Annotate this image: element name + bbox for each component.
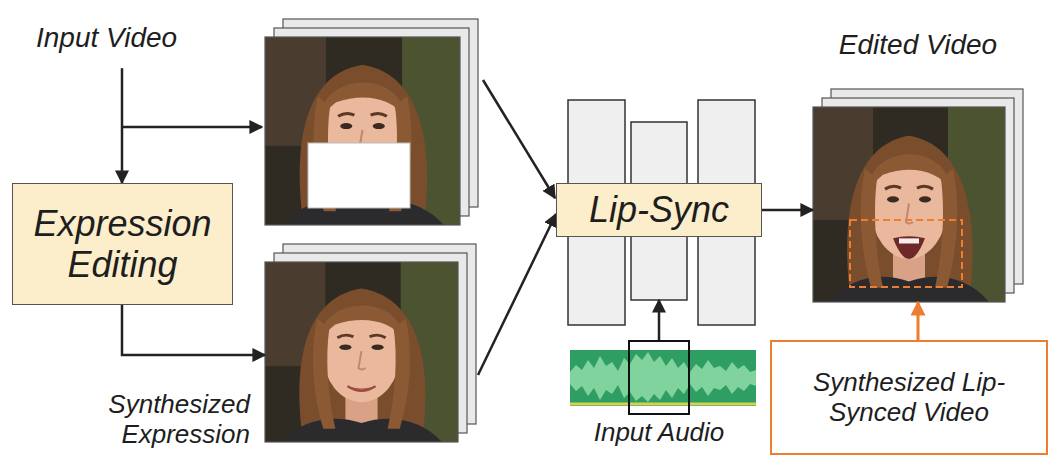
- mouth-mask: [308, 143, 410, 208]
- input-label-node: Input Video: [36, 22, 177, 68]
- node-text: Synthesized Lip-Synced Video: [782, 368, 1036, 428]
- flow-arrow: [121, 68, 124, 183]
- masked-input-arrow: [483, 80, 555, 198]
- node-text: Synthesized Expression: [60, 390, 250, 450]
- synthesized-frame-stack: [265, 244, 476, 442]
- network-bars: [568, 100, 755, 325]
- branch-arrow: [122, 126, 262, 129]
- callout-box: Synthesized Lip-Synced Video: [770, 340, 1048, 455]
- flow-arrow: [917, 302, 920, 340]
- network-block: Lip-Sync: [556, 98, 762, 300]
- flow-arrow: [658, 300, 661, 340]
- flow-arrow: [122, 305, 265, 355]
- outside-heading: Edited Video: [839, 29, 997, 61]
- image-stack: Edited Video: [813, 89, 1023, 302]
- masked-frame-stack: [265, 19, 478, 225]
- audio-window: Input Audio: [628, 340, 690, 415]
- dashed-mouth-region: [850, 220, 962, 287]
- frame-border: [265, 37, 460, 225]
- flow-arrow: [762, 209, 813, 212]
- edited-frame-stack: [813, 89, 1023, 302]
- node-text: Lip-Sync: [589, 189, 729, 230]
- face-frame: [813, 107, 1005, 302]
- flow-arrow: [478, 214, 556, 375]
- layout-arrows: [122, 80, 555, 198]
- lip-sync-label-box: Lip-Sync: [556, 183, 762, 237]
- node-text: Input Video: [36, 22, 177, 54]
- outside-heading: Input Audio: [594, 418, 725, 448]
- node-text: Input Audio: [594, 418, 725, 448]
- frame-border: [813, 107, 1005, 302]
- node-text: Edited Video: [839, 29, 997, 61]
- outside-heading: Synthesized Expression: [60, 390, 250, 450]
- waveform-baseline: [570, 403, 756, 406]
- node-text: Expression Editing: [23, 203, 222, 286]
- face-frame: [265, 262, 458, 442]
- audio-waveform: [570, 350, 756, 406]
- waveform: [570, 352, 756, 402]
- frame-border: [265, 262, 458, 442]
- face-frame: [265, 37, 460, 225]
- waveform-band: [570, 350, 756, 406]
- process-box: Expression Editing: [12, 183, 233, 305]
- image-stack: Synthesized Expression: [265, 244, 478, 442]
